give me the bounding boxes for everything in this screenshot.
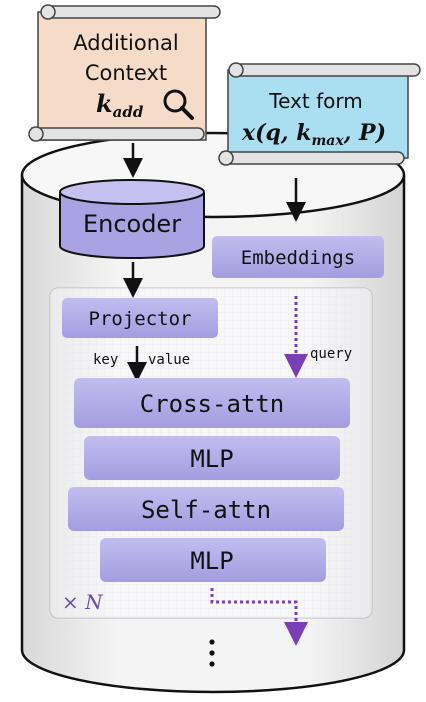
output-arrow [210,588,308,646]
text-form-formula: x(q, kmax, P) [241,120,386,149]
encoder-label: Encoder [83,210,181,238]
magnifier-icon [163,89,194,120]
projector-block [62,298,218,338]
projector-label: Projector [89,308,192,330]
context-formula: kadd [96,89,144,121]
encoder-block: Encoder [59,179,205,259]
additional-context-scroll: Additional Context kadd [28,4,221,142]
repeat-n-label: × N [62,590,104,614]
cross-attn-label: Cross-attn [140,390,285,418]
mlp-label-1: MLP [190,445,233,473]
embeddings-label: Embeddings [241,247,355,269]
text-form-scroll: Text form x(q, kmax, P) [218,62,421,166]
mlp-label-2: MLP [190,547,233,575]
self-attn-label: Self-attn [141,496,271,524]
self-attn-block [68,487,344,531]
embeddings-block [212,236,384,278]
context-line2: Context [85,61,167,85]
continuation-dots [209,639,215,667]
value-label: value [148,352,190,368]
cross-attn-block [74,378,350,428]
text-form-label: Text form [268,89,362,113]
mlp-block-2 [100,538,326,582]
context-line1: Additional [73,31,178,55]
mlp-block-1 [84,436,340,480]
key-label: key [93,352,118,368]
query-label: query [310,346,352,362]
